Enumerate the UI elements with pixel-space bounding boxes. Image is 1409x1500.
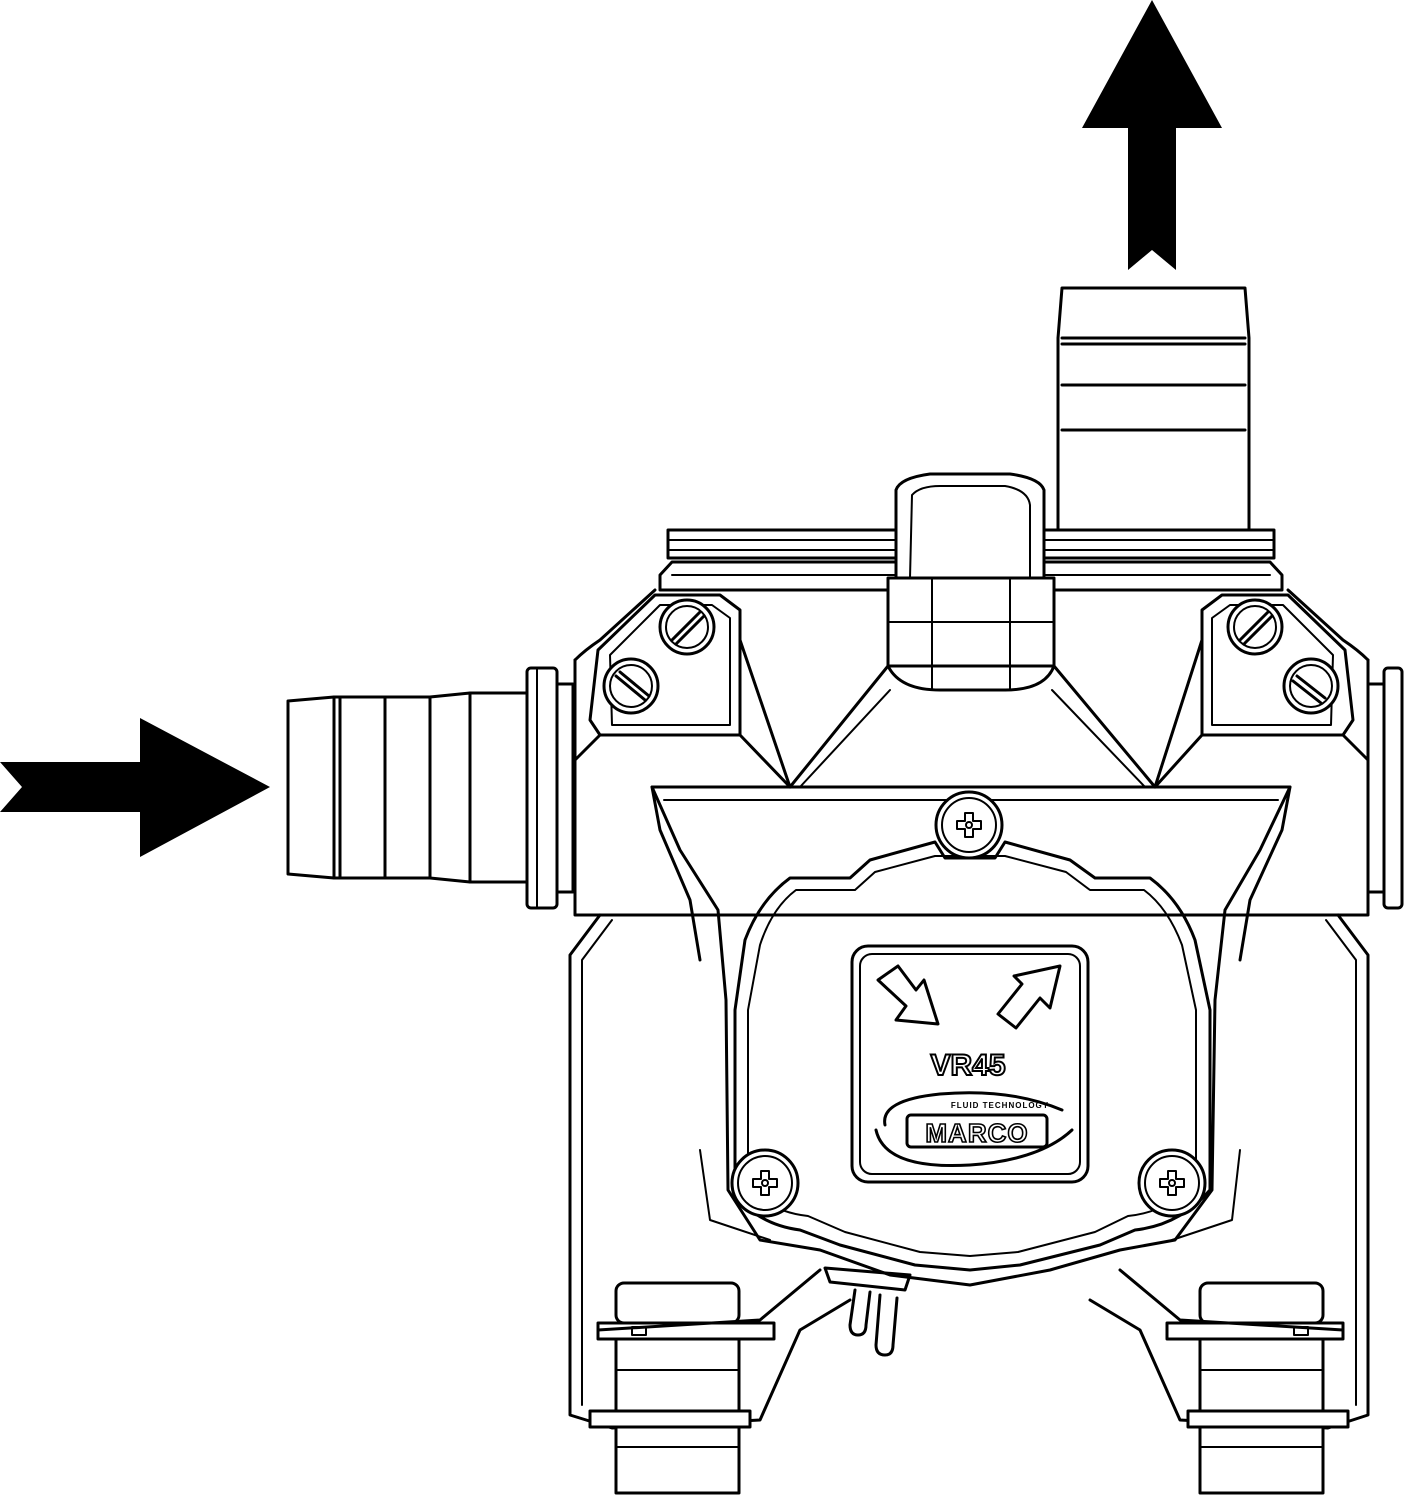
brand-logo: MARCO FLUID TECHNOLOGY (874, 1091, 1074, 1168)
electrical-terminals (823, 1266, 912, 1357)
slotted-screw-2 (602, 657, 660, 715)
brand-name: MARCO (925, 1118, 1028, 1148)
bottom-bracket (596, 1268, 1345, 1332)
pump-head (573, 472, 1404, 917)
slotted-screw-4 (1282, 657, 1340, 715)
phillips-screw-top (934, 790, 1004, 860)
mounting-foot-left (588, 1281, 776, 1495)
outlet-hose-barb (1056, 286, 1251, 532)
phillips-screw-right (1137, 1148, 1207, 1218)
direction-arrow-in-icon (876, 964, 940, 1026)
direction-arrow-out-icon (996, 964, 1062, 1030)
slotted-screw-3 (1226, 598, 1284, 656)
brand-tagline: FLUID TECHNOLOGY (951, 1101, 1049, 1110)
inlet-hose-barb (286, 666, 575, 910)
outlet-arrow (1082, 0, 1222, 270)
slotted-screw-1 (658, 598, 716, 656)
model-number: VR45 (930, 1049, 1005, 1082)
mounting-foot-right (1165, 1281, 1350, 1495)
phillips-screw-left (730, 1148, 800, 1218)
inlet-arrow (0, 718, 270, 857)
